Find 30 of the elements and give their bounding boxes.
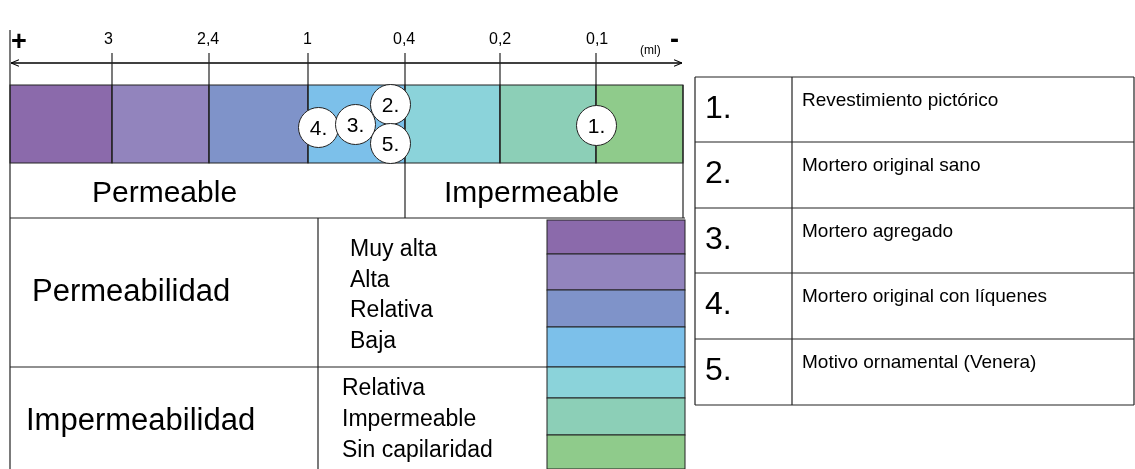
tick-label: 0,4	[393, 31, 416, 47]
description-text: Revestimiento pictórico	[802, 90, 999, 109]
row-number: 4.	[705, 287, 732, 319]
category-label: Permeabilidad	[32, 275, 231, 306]
sign-label: -	[670, 26, 679, 53]
sign-label: +	[11, 28, 27, 55]
unit-label: (ml)	[640, 44, 661, 56]
row-number: 3.	[705, 222, 732, 254]
legend-label: Sin capilaridad	[342, 438, 493, 461]
row-number: 2.	[705, 156, 732, 188]
row-number: 1.	[705, 91, 732, 123]
legend-label: Relativa	[350, 298, 434, 321]
tick-label: 1	[303, 31, 312, 47]
legend-label: Muy alta	[350, 237, 437, 260]
description-text: Mortero agregado	[802, 221, 954, 240]
tick-label: 3	[104, 31, 113, 47]
zone-label: Permeable	[92, 177, 238, 207]
description-text: Mortero original sano	[802, 155, 981, 174]
row-number: 5.	[705, 353, 732, 385]
legend-label: Relativa	[342, 376, 426, 399]
zone-label: Impermeable	[444, 177, 620, 207]
description-text: Motivo ornamental (Venera)	[802, 352, 1037, 371]
category-label: Impermeabilidad	[26, 404, 256, 435]
legend-label: Alta	[350, 268, 390, 291]
legend-label: Impermeable	[342, 407, 477, 430]
tick-label: 0,1	[586, 31, 609, 47]
tick-label: 2,4	[197, 31, 220, 47]
description-text: Mortero original con líquenes	[802, 286, 1048, 305]
tick-label: 0,2	[489, 31, 512, 47]
legend-label: Baja	[350, 329, 397, 352]
